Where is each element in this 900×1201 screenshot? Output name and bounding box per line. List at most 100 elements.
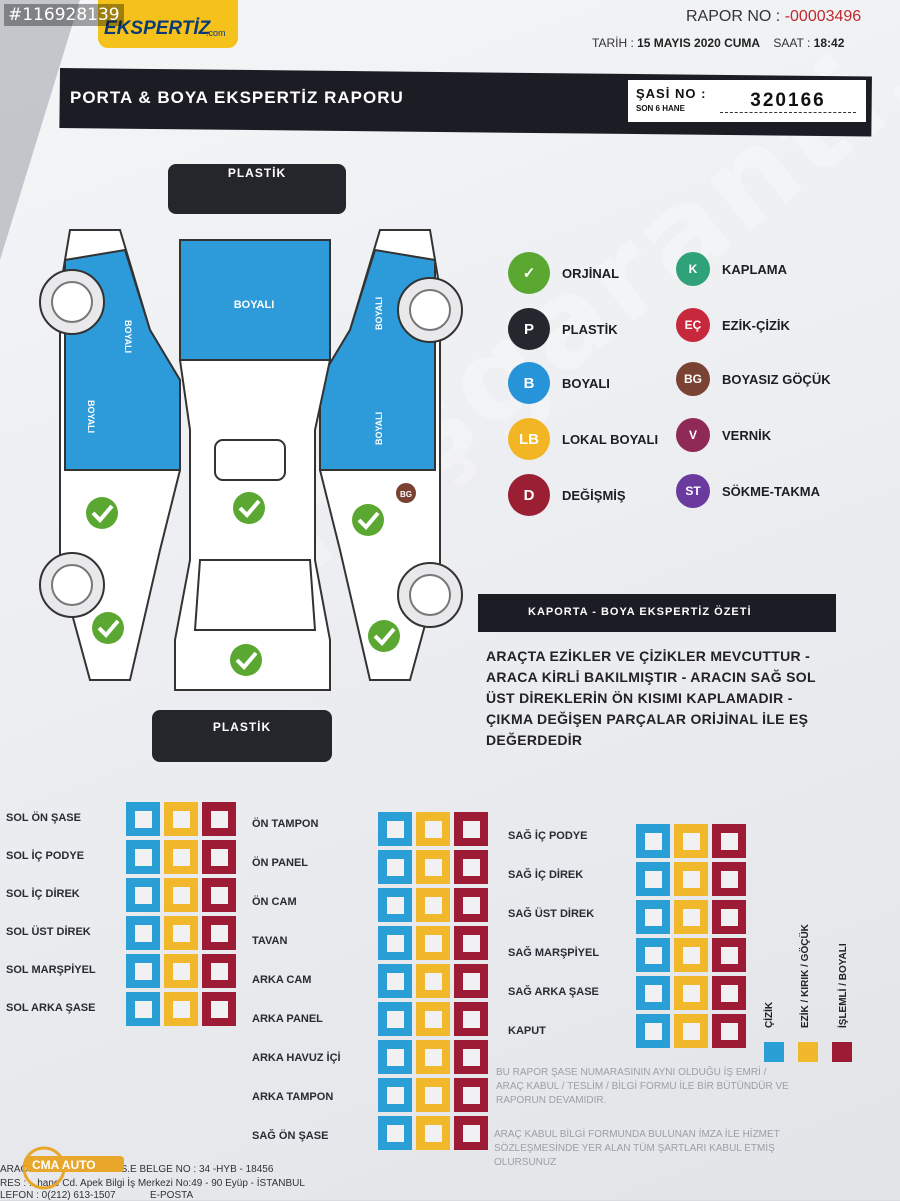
part-label: ARKA HAVUZ İÇİ [252,1052,341,1064]
left-grid-checkbox[interactable] [202,916,236,950]
checkbox-square [645,1023,662,1040]
legend-code-icon: B [508,362,550,404]
grid-legend-ezik: EZİK / KIRIK / GÖÇÜK [800,924,811,1028]
right-grid-checkbox[interactable] [674,824,708,858]
middle-grid-checkbox[interactable] [378,926,412,960]
left-grid-checkbox[interactable] [126,992,160,1026]
middle-grid-checkbox[interactable] [416,1040,450,1074]
checkbox-square [683,871,700,888]
middle-grid-checkbox[interactable] [454,926,488,960]
right-grid-checkbox[interactable] [636,976,670,1010]
middle-grid-checkbox[interactable] [378,1002,412,1036]
right-grid-checkbox[interactable] [674,862,708,896]
middle-grid-checkbox[interactable] [378,888,412,922]
checkbox-square [135,1001,152,1018]
left-grid-checkbox[interactable] [202,954,236,988]
check-icon [86,497,118,529]
checkbox-square [683,909,700,926]
middle-grid-checkbox[interactable] [416,1078,450,1112]
checkbox-square [721,947,738,964]
middle-grid-checkbox[interactable] [416,926,450,960]
middle-grid-checkbox[interactable] [454,1078,488,1112]
left-grid-checkbox[interactable] [202,878,236,912]
middle-grid-checkbox[interactable] [416,850,450,884]
middle-grid-checkbox[interactable] [454,888,488,922]
date-value: 15 MAYIS 2020 CUMA [637,36,761,50]
check-icon [368,620,400,652]
middle-grid-checkbox[interactable] [378,964,412,998]
checkbox-square [211,963,228,980]
middle-grid-checkbox[interactable] [378,1040,412,1074]
checkbox-square [463,1125,480,1142]
car-diagram: BOYALI BOYALI BOYALI BOYALI BOYALI BG [39,229,463,691]
left-grid-checkbox[interactable] [126,878,160,912]
checkbox-square [425,821,442,838]
middle-grid-checkbox[interactable] [378,812,412,846]
left-grid-checkbox[interactable] [202,992,236,1026]
legend-label: ORJİNAL [562,265,620,281]
right-grid-checkbox[interactable] [712,1014,746,1048]
middle-grid-checkbox[interactable] [416,888,450,922]
checkbox-square [425,973,442,990]
left-grid-checkbox[interactable] [202,802,236,836]
middle-grid-checkbox[interactable] [378,1116,412,1150]
right-grid-checkbox[interactable] [712,862,746,896]
right-grid-checkbox[interactable] [636,824,670,858]
right-grid-checkbox[interactable] [712,938,746,972]
checkbox-square [173,925,190,942]
right-grid-checkbox[interactable] [636,938,670,972]
left-grid-checkbox[interactable] [126,840,160,874]
right-grid-checkbox[interactable] [636,900,670,934]
left-grid-checkbox[interactable] [202,840,236,874]
left-grid-checkbox[interactable] [164,802,198,836]
checkbox-square [683,1023,700,1040]
right-grid-checkbox[interactable] [674,938,708,972]
middle-grid-checkbox[interactable] [454,1040,488,1074]
middle-grid-checkbox[interactable] [454,850,488,884]
middle-grid-checkbox[interactable] [454,1116,488,1150]
left-grid-checkbox[interactable] [164,992,198,1026]
left-grid-checkbox[interactable] [164,878,198,912]
grid-legend-islemli: İŞLEMLİ / BOYALI [838,943,849,1028]
left-grid-checkbox[interactable] [126,954,160,988]
middle-grid-checkbox[interactable] [378,850,412,884]
part-label: SOL İÇ DİREK [6,888,80,900]
checkbox-square [645,947,662,964]
front-bumper-diagram: PLASTİK [168,164,346,214]
part-label: ARKA PANEL [252,1013,323,1025]
checkbox-square [135,887,152,904]
part-label: KAPUT [508,1025,546,1037]
left-grid-checkbox[interactable] [126,802,160,836]
checkbox-square [387,859,404,876]
right-grid-checkbox[interactable] [674,976,708,1010]
right-grid-checkbox[interactable] [712,824,746,858]
right-grid-checkbox[interactable] [636,862,670,896]
middle-grid-checkbox[interactable] [416,812,450,846]
right-grid-checkbox[interactable] [674,1014,708,1048]
middle-grid-checkbox[interactable] [416,1002,450,1036]
right-grid-checkbox[interactable] [712,976,746,1010]
middle-grid-checkbox[interactable] [378,1078,412,1112]
middle-grid-checkbox[interactable] [454,964,488,998]
left-grid-checkbox[interactable] [164,954,198,988]
middle-grid-checkbox[interactable] [454,1002,488,1036]
middle-grid-checkbox[interactable] [416,1116,450,1150]
left-grid-checkbox[interactable] [164,840,198,874]
part-label: SOL ARKA ŞASE [6,1002,96,1014]
left-grid-checkbox[interactable] [126,916,160,950]
legend-label: SÖKME-TAKMA [722,483,820,499]
left-grid-checkbox[interactable] [164,916,198,950]
middle-grid-checkbox[interactable] [416,964,450,998]
right-grid-checkbox[interactable] [636,1014,670,1048]
checkbox-square [425,1011,442,1028]
middle-grid-checkbox[interactable] [454,812,488,846]
swatch-islemli [832,1042,852,1062]
right-grid-checkbox[interactable] [712,900,746,934]
checkbox-square [425,1087,442,1104]
right-grid-checkbox[interactable] [674,900,708,934]
legend-label: DEĞİŞMİŞ [562,487,626,503]
painted-label-right-rear: BOYALI [374,412,384,445]
checkbox-square [173,849,190,866]
